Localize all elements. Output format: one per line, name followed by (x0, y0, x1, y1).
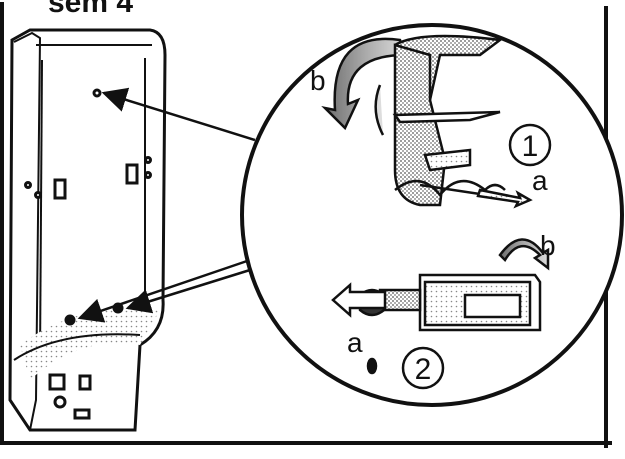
step2-connector-detail (331, 238, 550, 375)
pull-arrow-a (476, 188, 533, 209)
rotate-arrow-b (321, 37, 407, 131)
device-back-panel (8, 28, 167, 432)
leader-lines (77, 87, 256, 323)
leader-bottom-2 (125, 268, 251, 314)
small-indicator (366, 357, 378, 375)
step1-clip-detail (321, 34, 533, 209)
header-fragment: sem 4 (48, 0, 133, 19)
step2-number: 2 (415, 353, 432, 386)
step1-label-b: b (310, 65, 326, 96)
step2-number-circle (401, 346, 445, 390)
step2-label-b: b (540, 230, 556, 261)
leader-top (101, 87, 256, 142)
step1-number: 1 (522, 130, 539, 163)
leader-bottom-1 (77, 258, 251, 323)
step2-label-a: a (347, 327, 363, 358)
step1-number-circle (508, 123, 552, 167)
step1-label-a: a (532, 165, 548, 196)
pull-arrow-a2 (331, 282, 387, 318)
lift-arrow-b (498, 238, 550, 271)
